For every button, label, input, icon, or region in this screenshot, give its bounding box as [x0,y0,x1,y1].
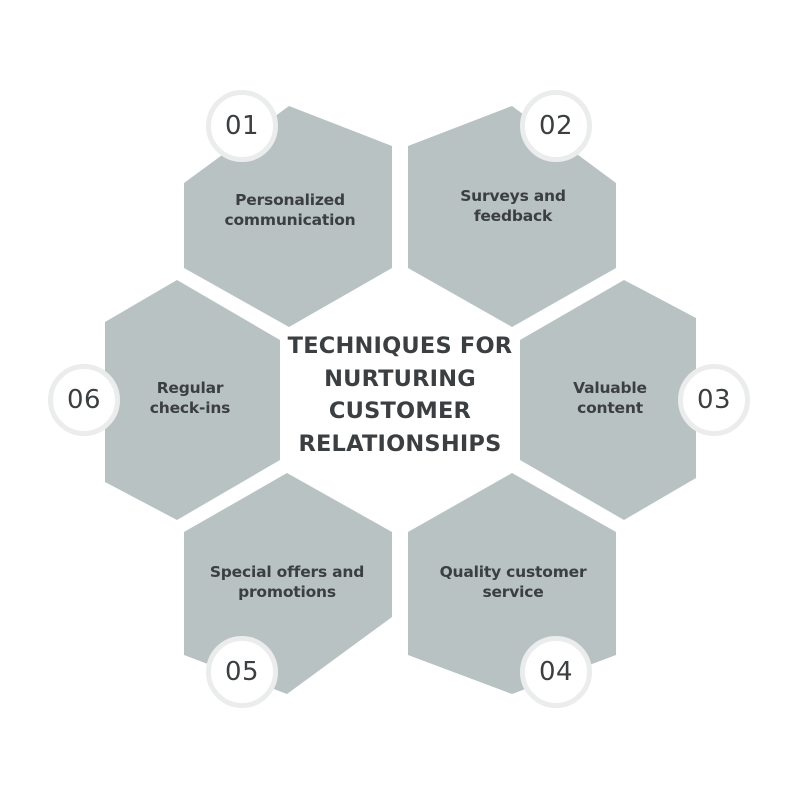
badge-number: 05 [224,657,260,687]
number-badge-06: 06 [48,364,120,436]
hexagon-02 [408,106,616,327]
hexagon-06 [105,280,280,520]
title-line: TECHNIQUES FOR [287,333,513,359]
hex-label-line: promotions [238,583,336,601]
hex-label-03: Valuable content [520,378,700,418]
diagram-title: TECHNIQUES FOR NURTURING CUSTOMER RELATI… [270,330,530,460]
badge-number: 04 [538,657,574,687]
hex-label-line: Personalized [235,191,345,209]
hex-label-05: Special offers and promotions [197,562,377,602]
hex-label-line: service [482,583,544,601]
title-line: RELATIONSHIPS [298,430,502,457]
hex-label-line: feedback [473,207,553,225]
hex-label-01: Personalized communication [200,190,380,230]
badge-number: 01 [224,111,260,141]
hex-label-line: check-ins [149,399,231,417]
badge-number: 03 [696,385,732,415]
hex-label-line: Special offers and [209,563,365,581]
number-badge-04: 04 [520,636,592,708]
number-badge-02: 02 [520,90,592,162]
hex-label-line: Valuable [573,379,647,397]
hex-label-line: Regular [156,379,224,397]
hex-label-line: Quality customer [439,563,587,581]
hex-label-line: content [577,399,643,417]
hex-label-06: Regular check-ins [100,378,280,418]
hex-label-line: communication [224,211,356,229]
number-badge-01: 01 [206,90,278,162]
title-line: NURTURING [324,365,476,392]
hex-label-04: Quality customer service [423,562,603,602]
hexagon-03 [520,280,696,520]
hex-label-02: Surveys and feedback [423,186,603,226]
hex-label-line: Surveys and [460,187,566,205]
number-badge-05: 05 [206,636,278,708]
badge-number: 02 [538,111,574,141]
badge-number: 06 [66,385,102,415]
title-line: CUSTOMER [328,398,472,424]
number-badge-03: 03 [678,364,750,436]
